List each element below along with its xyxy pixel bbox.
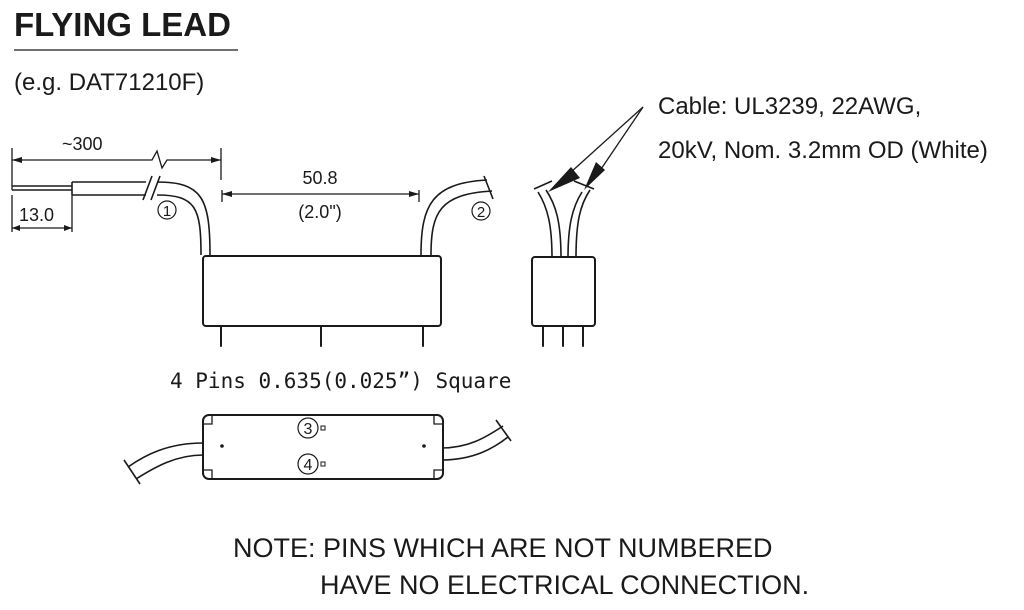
strip-length-dimension: 13.0 bbox=[11, 195, 73, 232]
note-line-1: NOTE: PINS WHICH ARE NOT NUMBERED bbox=[233, 533, 773, 563]
svg-text:2: 2 bbox=[477, 204, 485, 221]
cable-spec-line-1: Cable: UL3239, 22AWG, bbox=[658, 93, 921, 120]
bottom-view-cables bbox=[123, 419, 512, 485]
pin-1-label: 1 bbox=[157, 200, 177, 220]
cable-spec-line-2: 20kV, Nom. 3.2mm OD (White) bbox=[658, 137, 988, 164]
svg-text:4: 4 bbox=[304, 457, 313, 474]
lead-length-dimension: ~300 bbox=[11, 134, 222, 190]
pitch-mm-label: 50.8 bbox=[302, 168, 337, 188]
svg-text:1: 1 bbox=[163, 203, 171, 220]
module-body-front bbox=[202, 255, 442, 327]
lead-length-label: ~300 bbox=[62, 134, 103, 154]
diagram-title: FLYING LEAD bbox=[14, 6, 231, 43]
pin-4-label: 4 bbox=[297, 453, 326, 475]
pins-note: 4 Pins 0.635(0.025”) Square bbox=[170, 369, 511, 393]
pitch-dimension: 50.8 (2.0") bbox=[221, 168, 420, 222]
note-line-2: HAVE NO ELECTRICAL CONNECTION. bbox=[320, 570, 809, 600]
module-body-side bbox=[531, 256, 596, 327]
pin-2-label: 2 bbox=[471, 201, 491, 221]
module-body-bottom bbox=[202, 414, 444, 480]
pitch-inch-label: (2.0") bbox=[298, 202, 341, 222]
pin-3-label: 3 bbox=[297, 417, 326, 439]
cable-leader-arrows bbox=[548, 106, 644, 192]
bottom-corner-marks bbox=[203, 415, 443, 479]
svg-text:3: 3 bbox=[304, 421, 313, 438]
left-flying-lead bbox=[12, 175, 211, 256]
strip-length-label: 13.0 bbox=[19, 205, 54, 225]
side-pins bbox=[542, 325, 584, 347]
example-part-number: (e.g. DAT71210F) bbox=[14, 69, 204, 96]
side-view-cables bbox=[533, 180, 595, 259]
right-flying-lead bbox=[420, 175, 494, 256]
front-pins bbox=[220, 325, 424, 347]
